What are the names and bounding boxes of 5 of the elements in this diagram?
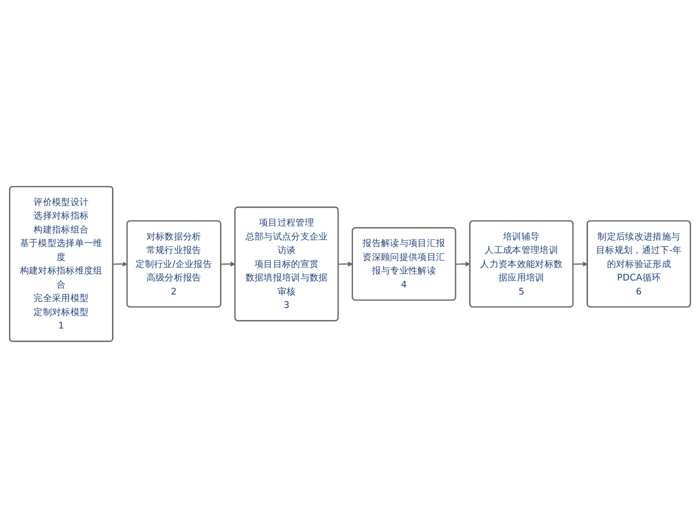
arrow [338,261,353,266]
arrow [220,261,236,266]
arrow [573,261,588,266]
arrow [112,261,128,266]
arrow [456,261,470,266]
